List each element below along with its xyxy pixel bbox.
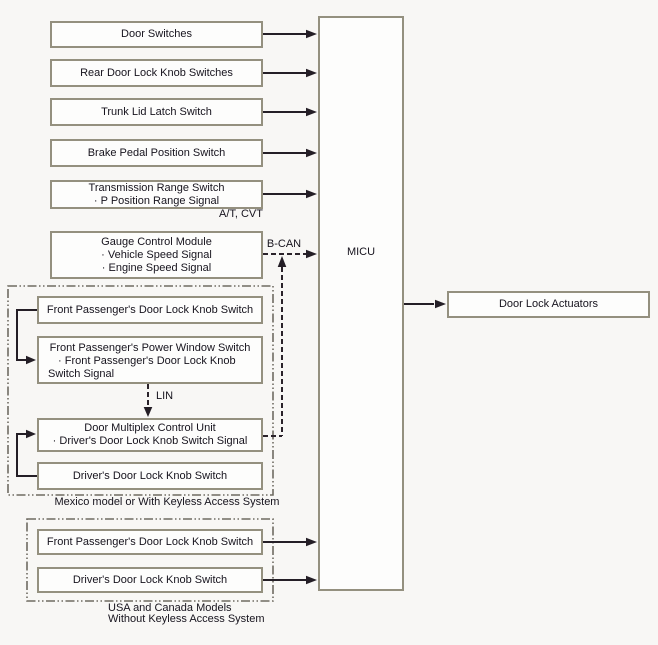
box-title: Door Multiplex Control Unit — [84, 422, 216, 434]
arrowhead — [306, 29, 317, 39]
box-micu: MICU — [318, 16, 404, 591]
arrowhead — [306, 148, 317, 158]
arrowhead-actuators — [435, 299, 446, 309]
box-usa-driver-door-lock-knob-switch: Driver's Door Lock Knob Switch — [37, 567, 263, 593]
box-signal: · Vehicle Speed Signal — [101, 248, 212, 261]
box-label: Door Lock Actuators — [498, 298, 599, 310]
keyless-group-border — [7, 285, 274, 496]
usa-group-caption: USA and Canada Models Without Keyless Ac… — [108, 603, 265, 625]
box-signal: · Driver's Door Lock Knob Switch Signal — [52, 435, 248, 447]
box-label: Door Switches — [121, 28, 192, 40]
box-trunk-lid-latch-switch: Trunk Lid Latch Switch — [50, 98, 263, 126]
box-rear-door-lock-knob-switches: Rear Door Lock Knob Switches — [50, 59, 263, 87]
keyless-group-caption: Mexico model or With Keyless Access Syst… — [54, 496, 280, 508]
arrowhead — [306, 107, 317, 117]
micu-label: MICU — [346, 246, 376, 258]
usa-group-border — [26, 518, 274, 602]
box-signal: · P Position Range Signal — [93, 194, 220, 207]
box-keyless-driver-door-lock-knob-switch: Driver's Door Lock Knob Switch — [37, 462, 263, 490]
box-label: Brake Pedal Position Switch — [87, 146, 226, 159]
at-cvt-note: A/T, CVT — [218, 208, 263, 220]
arrowhead — [306, 189, 317, 199]
box-signal: · Engine Speed Signal — [101, 261, 212, 274]
arrowhead-b-can-up — [277, 256, 287, 267]
box-signal: · Front Passenger's Door Lock Knob Switc… — [48, 355, 236, 380]
box-fp-power-window-switch: Front Passenger's Power Window Switch · … — [37, 336, 263, 384]
box-door-lock-actuators: Door Lock Actuators — [447, 291, 650, 318]
box-title: Gauge Control Module — [101, 235, 212, 248]
arrowhead — [306, 68, 317, 78]
b-can-label: B-CAN — [266, 238, 302, 250]
box-brake-pedal-position-switch: Brake Pedal Position Switch — [50, 139, 263, 167]
box-title: Transmission Range Switch — [88, 181, 225, 194]
box-label: Front Passenger's Door Lock Knob Switch — [46, 303, 254, 316]
box-label: Driver's Door Lock Knob Switch — [72, 469, 228, 482]
usa-group-caption-line2: Without Keyless Access System — [108, 613, 265, 625]
arrowhead — [26, 355, 36, 365]
box-label: Rear Door Lock Knob Switches — [80, 66, 233, 79]
box-door-switches: Door Switches — [50, 21, 263, 48]
arrowhead — [306, 537, 317, 547]
box-usa-fp-door-lock-knob-switch: Front Passenger's Door Lock Knob Switch — [37, 529, 263, 555]
lin-label: LIN — [156, 390, 174, 402]
box-transmission-range-switch: Transmission Range Switch · P Position R… — [50, 180, 263, 209]
box-keyless-fp-door-lock-knob-switch: Front Passenger's Door Lock Knob Switch — [37, 296, 263, 324]
box-title: Front Passenger's Power Window Switch — [49, 342, 251, 354]
box-label: Trunk Lid Latch Switch — [101, 105, 212, 118]
arrowhead — [26, 429, 36, 439]
box-label: Front Passenger's Door Lock Knob Switch — [46, 535, 254, 548]
box-label: Driver's Door Lock Knob Switch — [72, 573, 228, 586]
arrowhead-b-can — [306, 249, 317, 259]
box-door-multiplex-control-unit: Door Multiplex Control Unit · Driver's D… — [37, 418, 263, 452]
box-gauge-control-module: Gauge Control Module · Vehicle Speed Sig… — [50, 231, 263, 279]
arrowhead — [306, 575, 317, 585]
connector-fp-knob-to-power-window — [16, 309, 37, 361]
arrowhead-lin-down — [143, 407, 153, 417]
usa-group-caption-line1: USA and Canada Models — [108, 602, 232, 614]
connector-driver-knob-to-multiplex — [16, 433, 37, 477]
